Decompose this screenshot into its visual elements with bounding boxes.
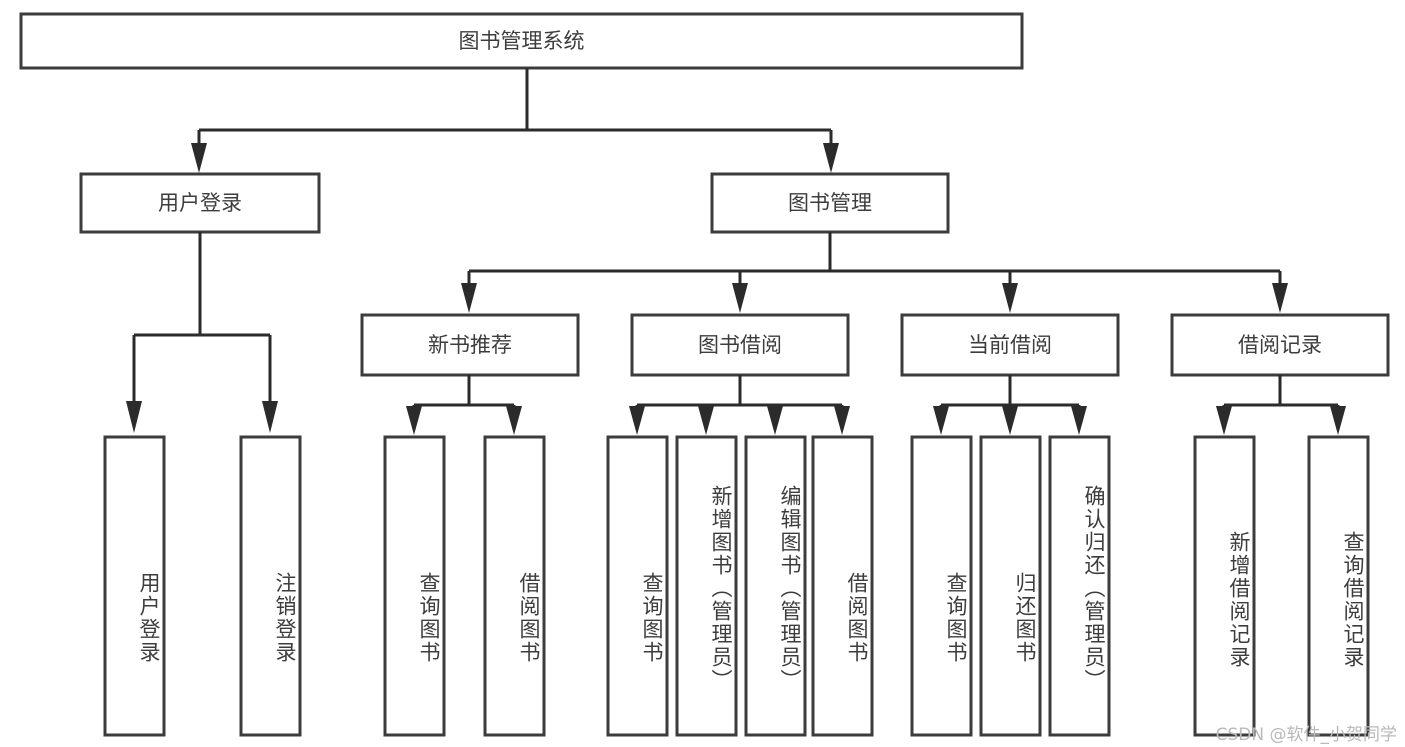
arrow-head-book-borrow	[732, 283, 748, 313]
leaf-box-leaf-query-book-3[interactable]	[910, 435, 973, 737]
node-box-borrow-record[interactable]	[1170, 313, 1390, 377]
leaf-box-leaf-logout-login[interactable]	[239, 435, 302, 737]
arrow-head-leaf-edit-book	[767, 406, 783, 435]
node-box-current-borrow[interactable]	[900, 313, 1120, 377]
arrow-head-leaf-add-book	[698, 406, 714, 435]
leaf-box-leaf-confirm-return[interactable]	[1048, 435, 1111, 737]
arrow-head-leaf-query-book-2	[629, 406, 645, 435]
leaf-box-leaf-add-book[interactable]	[675, 435, 738, 737]
arrow-head-book-manage	[823, 143, 839, 173]
arrow-head-leaf-query-book-1	[406, 406, 422, 435]
arrow-head-leaf-confirm-return	[1071, 406, 1087, 435]
arrow-head-leaf-borrow-book-1	[506, 406, 522, 435]
arrow-head-leaf-borrow-book-2	[834, 406, 850, 435]
leaf-box-leaf-edit-book[interactable]	[744, 435, 807, 737]
leaf-box-leaf-query-record[interactable]	[1307, 435, 1370, 737]
arrow-head-leaf-query-record	[1330, 406, 1346, 435]
arrow-head-new-book-recommend	[461, 283, 477, 313]
node-box-book-borrow[interactable]	[630, 313, 850, 377]
leaf-box-leaf-user-login[interactable]	[103, 435, 166, 737]
leaf-box-leaf-borrow-book-1[interactable]	[483, 435, 546, 737]
arrow-head-user-login	[191, 143, 207, 173]
arrow-head-borrow-record	[1272, 283, 1288, 313]
arrow-head-current-borrow	[1002, 283, 1018, 313]
leaf-box-leaf-borrow-book-2[interactable]	[811, 435, 874, 737]
node-box-user-login[interactable]	[79, 172, 321, 234]
arrow-head-leaf-user-login	[126, 401, 142, 433]
arrow-head-leaf-return-book	[1002, 406, 1018, 435]
leaf-box-leaf-query-book-1[interactable]	[383, 435, 446, 737]
arrow-head-leaf-query-book-3	[933, 406, 949, 435]
arrow-head-leaf-logout-login	[262, 401, 278, 433]
arrow-head-leaf-add-record	[1216, 406, 1232, 435]
leaf-box-leaf-query-book-2[interactable]	[606, 435, 669, 737]
node-box-book-manage[interactable]	[710, 172, 950, 234]
leaf-box-leaf-add-record[interactable]	[1193, 435, 1256, 737]
node-box-root[interactable]	[19, 12, 1024, 70]
node-box-new-book-recommend[interactable]	[360, 313, 580, 377]
leaf-box-leaf-return-book[interactable]	[979, 435, 1042, 737]
